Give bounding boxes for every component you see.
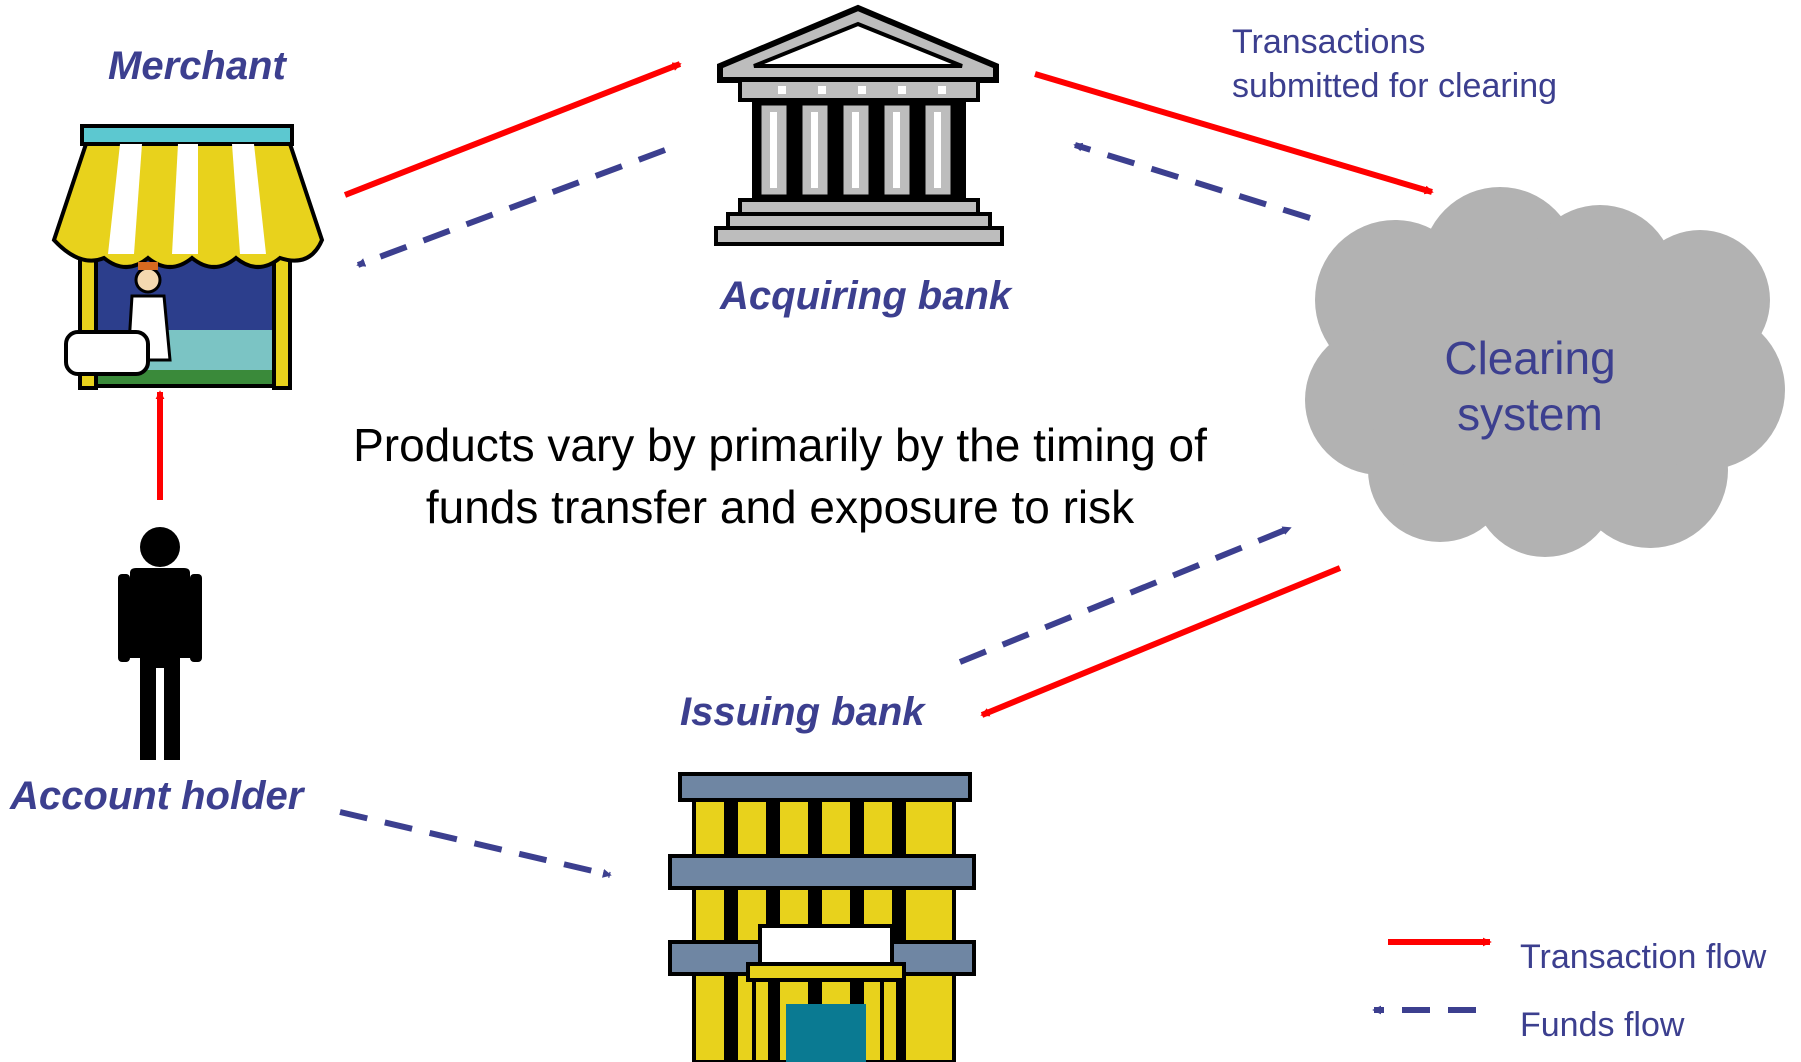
clearing-note-line-1: Transactions bbox=[1232, 23, 1426, 61]
cloud-icon bbox=[1305, 187, 1785, 557]
arrow-holder-to-issuer bbox=[339, 809, 612, 878]
legend bbox=[1372, 937, 1492, 1015]
clearing-system-label: Clearing system bbox=[1420, 330, 1640, 442]
arrow-acquirer-to-merchant bbox=[356, 147, 667, 268]
flow-arrows bbox=[155, 61, 1434, 878]
bank-columns-icon bbox=[714, 4, 1004, 246]
legend-funds-label: Funds flow bbox=[1520, 1006, 1685, 1044]
merchant-label: Merchant bbox=[108, 44, 286, 88]
account-holder-label: Account holder bbox=[10, 774, 304, 818]
clearing-note: Transactions submitted for clearing bbox=[1232, 20, 1557, 108]
office-building-icon bbox=[668, 772, 976, 1062]
clearing-system-line-1: Clearing bbox=[1444, 332, 1616, 384]
center-statement: Products vary by primarily by the timing… bbox=[280, 414, 1280, 538]
arrow-clearing-to-acquirer bbox=[1073, 142, 1311, 221]
person-icon bbox=[118, 527, 202, 760]
storefront-icon bbox=[51, 124, 325, 390]
acquiring-bank-label: Acquiring bank bbox=[720, 274, 1012, 318]
arrow-acquirer-to-clearing bbox=[1034, 71, 1434, 195]
arrow-clearing-to-issuer bbox=[980, 565, 1342, 718]
center-statement-line-2: funds transfer and exposure to risk bbox=[425, 481, 1135, 533]
center-statement-line-1: Products vary by primarily by the timing… bbox=[353, 419, 1207, 471]
arrow-merchant-to-acquirer bbox=[343, 61, 682, 198]
legend-transaction-label: Transaction flow bbox=[1520, 938, 1767, 976]
issuing-bank-label: Issuing bank bbox=[680, 690, 925, 734]
clearing-note-line-2: submitted for clearing bbox=[1232, 67, 1558, 105]
clearing-system-line-2: system bbox=[1457, 388, 1603, 440]
arrow-issuer-to-clearing bbox=[958, 525, 1292, 665]
